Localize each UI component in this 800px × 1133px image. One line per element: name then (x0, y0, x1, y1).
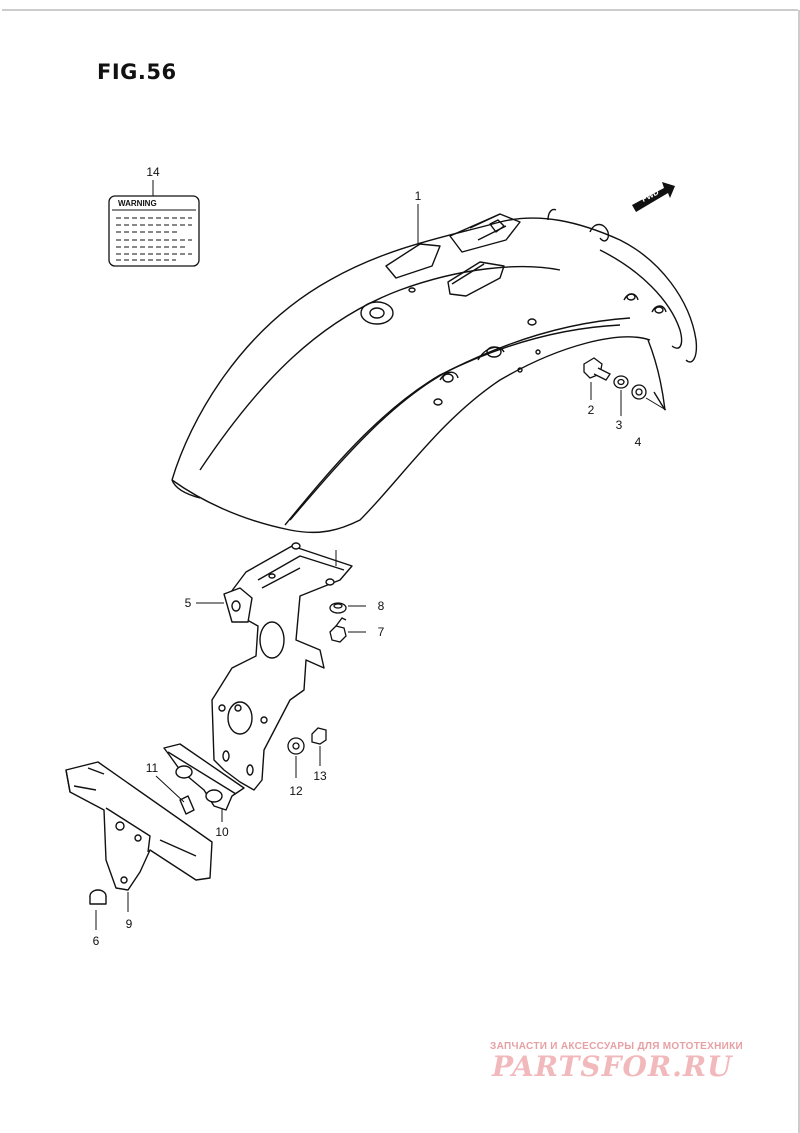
callout-9: 9 (125, 917, 133, 931)
warning-label-illustration (108, 180, 200, 267)
callout-1: 1 (414, 189, 422, 203)
rear-fender-illustration (171, 204, 698, 534)
callout-14: 14 (146, 165, 160, 179)
callout-2: 2 (587, 403, 595, 417)
callout-8: 8 (377, 599, 385, 613)
callout-4: 4 (634, 435, 642, 449)
callout-12: 12 (289, 784, 303, 798)
watermark-logo: PARTSFOR.RU (492, 1050, 733, 1083)
fender-bracket-illustration (196, 542, 353, 791)
bracket-fasteners-illustration (329, 602, 366, 643)
callout-5: 5 (184, 596, 192, 610)
callout-3: 3 (615, 418, 623, 432)
callout-10: 10 (215, 825, 229, 839)
watermark-tagline: ЗАПЧАСТИ И АКСЕССУАРЫ ДЛЯ МОТОТЕХНИКИ (490, 1041, 743, 1052)
license-plate-bracket-illustration (65, 743, 245, 930)
figure-title: FIG.56 (97, 60, 177, 84)
callout-7: 7 (377, 625, 385, 639)
callout-11: 11 (145, 761, 159, 775)
fwd-arrow-icon (632, 182, 675, 212)
callout-13: 13 (313, 769, 327, 783)
lower-fasteners-illustration (287, 727, 327, 778)
bolt-washer-set-illustration (583, 357, 667, 416)
warning-label-text: WARNING (118, 199, 157, 208)
callout-6: 6 (92, 934, 100, 948)
